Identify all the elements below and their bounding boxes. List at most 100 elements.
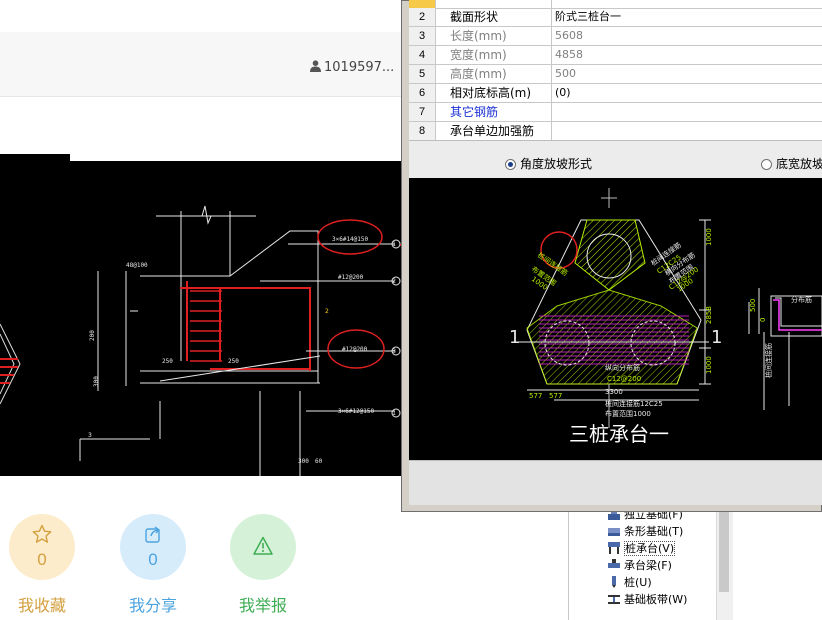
dimension-label: 2858 bbox=[705, 306, 713, 324]
rebar-label: #12@200 bbox=[342, 346, 368, 353]
share-icon bbox=[145, 526, 161, 543]
dimension-label: 60 bbox=[315, 458, 323, 465]
rebar-label: 纵向分布筋 bbox=[605, 363, 640, 372]
share-circle: 0 bbox=[120, 514, 186, 580]
callout-number: 3 bbox=[392, 348, 396, 355]
property-row[interactable]: 4 宽度(mm) 4858 bbox=[409, 46, 822, 65]
row-number: 5 bbox=[409, 65, 436, 83]
rebar-label: 3×6#14@150 bbox=[332, 236, 369, 243]
property-value[interactable] bbox=[552, 103, 822, 121]
dimension-label: 250 bbox=[228, 358, 239, 365]
property-value[interactable]: 4858 bbox=[555, 48, 583, 61]
property-name: 其它钢筋 bbox=[435, 103, 552, 121]
angle-slope-radio[interactable]: 角度放坡形式 bbox=[505, 155, 592, 172]
property-value[interactable] bbox=[552, 122, 822, 140]
dimension-label: 1000 bbox=[705, 228, 713, 246]
tree-item-label: 桩(U) bbox=[624, 576, 652, 589]
callout-number: 2 bbox=[392, 278, 396, 285]
pile-cap-preview: 桩间连接筋 布置范围 1000 横向分布筋 C12@200 桩间连接筋 C12C… bbox=[409, 178, 822, 460]
tree-item-cap-beam[interactable]: 承台梁(F) bbox=[607, 557, 672, 573]
favorite-count: 0 bbox=[37, 550, 47, 569]
tree-item-slab-strip[interactable]: 基础板带(W) bbox=[607, 591, 687, 607]
dimension-label: 0 bbox=[759, 318, 767, 322]
favorite-label: 我收藏 bbox=[17, 596, 66, 615]
dimension-label: 3300 bbox=[605, 388, 623, 396]
property-value[interactable]: (0) bbox=[555, 86, 571, 99]
dimension-label: 300 bbox=[298, 458, 309, 465]
slope-options: 角度放坡形式 底宽放坡 bbox=[409, 140, 822, 179]
user-menu[interactable]: 1019597... bbox=[310, 60, 394, 75]
report-label: 我举报 bbox=[238, 596, 287, 615]
rebar-label: 48@100 bbox=[126, 262, 148, 269]
rebar-label: 布置范围1000 bbox=[605, 409, 651, 418]
row-number bbox=[409, 0, 436, 8]
row-number: 6 bbox=[409, 84, 436, 102]
component-tree: 独立基础(F) 条形基础(T) 桩承台(V) 承台梁(F) 桩(U) 基础板带(… bbox=[568, 500, 822, 620]
property-value[interactable] bbox=[552, 0, 822, 8]
preview-title: 三桩承台一 bbox=[569, 422, 669, 446]
dimension-label: 577 bbox=[549, 392, 562, 400]
detail-drawing[interactable]: 3×6#14@150 #12@200 #12@200 3×6#12@150 48… bbox=[70, 161, 410, 476]
section-mark-left: 1 bbox=[509, 327, 520, 348]
dimension-label: 250 bbox=[162, 358, 173, 365]
username: 1019597... bbox=[324, 60, 395, 75]
dimension-label: 577 bbox=[529, 392, 542, 400]
property-row-name[interactable] bbox=[409, 0, 822, 9]
cap-beam-icon bbox=[608, 559, 620, 568]
rebar-label: 分布筋 bbox=[791, 295, 812, 304]
tree-item-pile[interactable]: 桩(U) bbox=[607, 574, 652, 590]
dimension-label: 500 bbox=[749, 299, 757, 312]
share-button[interactable]: 0 我分享 bbox=[119, 514, 187, 616]
dimension-label: 1000 bbox=[705, 356, 713, 374]
pile-cap-icon bbox=[608, 542, 620, 554]
user-icon bbox=[310, 60, 321, 72]
tree-item-label: 桩承台(V) bbox=[624, 541, 676, 556]
radio-checked-icon bbox=[505, 159, 516, 170]
drawing-thumbnail-partial[interactable] bbox=[0, 154, 70, 476]
rebar-label: 桩间连接筋12C25 bbox=[605, 399, 663, 408]
favorite-circle: 0 bbox=[9, 514, 75, 580]
property-name: 承台单边加强筋 bbox=[435, 122, 552, 140]
row-number: 7 bbox=[409, 103, 436, 121]
property-row[interactable]: 7 其它钢筋 bbox=[409, 103, 822, 122]
row-number: 2 bbox=[409, 8, 436, 26]
report-button[interactable]: 我举报 bbox=[229, 514, 297, 616]
pile-cap-preview-canvas: 桩间连接筋 布置范围 1000 横向分布筋 C12@200 桩间连接筋 C12C… bbox=[509, 188, 822, 446]
property-value[interactable]: 500 bbox=[555, 67, 576, 80]
favorite-button[interactable]: 0 我收藏 bbox=[8, 514, 76, 616]
callout-number: 1 bbox=[392, 241, 396, 248]
rebar-label: C12@200 bbox=[607, 375, 641, 383]
property-row[interactable]: 2 截面形状 阶式三桩台一 bbox=[409, 8, 822, 27]
dimension-label: 3 bbox=[88, 432, 92, 439]
pile-icon bbox=[612, 576, 616, 588]
row-number: 8 bbox=[409, 122, 436, 140]
report-circle bbox=[230, 514, 296, 580]
property-name: 高度(mm) bbox=[435, 65, 552, 83]
property-name: 截面形状 bbox=[435, 8, 552, 26]
rebar-label: 桩间连接筋 bbox=[764, 343, 773, 378]
detail-drawing-canvas: 3×6#14@150 #12@200 #12@200 3×6#12@150 48… bbox=[79, 205, 401, 476]
property-table: 2 截面形状 阶式三桩台一 3 长度(mm) 5608 4 宽度(mm) 485… bbox=[409, 0, 822, 141]
share-label: 我分享 bbox=[128, 596, 177, 615]
tree-item-pile-cap[interactable]: 桩承台(V) bbox=[607, 540, 676, 556]
callout-number: 1 bbox=[392, 410, 396, 417]
property-row[interactable]: 8 承台单边加强筋 bbox=[409, 122, 822, 141]
property-value[interactable]: 5608 bbox=[555, 29, 583, 42]
property-name bbox=[435, 0, 552, 8]
width-slope-radio[interactable]: 底宽放坡 bbox=[761, 155, 822, 172]
tree-scrollbar-thumb[interactable] bbox=[719, 506, 729, 592]
tree-item-strip-footing[interactable]: 条形基础(T) bbox=[607, 523, 683, 539]
width-slope-label: 底宽放坡 bbox=[776, 157, 822, 171]
page-header bbox=[0, 32, 410, 97]
dimension-label: 300 bbox=[93, 376, 100, 387]
property-row[interactable]: 5 高度(mm) 500 bbox=[409, 65, 822, 84]
angle-slope-label: 角度放坡形式 bbox=[520, 157, 593, 171]
rebar-label: #12@200 bbox=[338, 274, 364, 281]
property-name: 相对底标高(m) bbox=[435, 84, 552, 102]
tree-item-label: 基础板带(W) bbox=[624, 593, 688, 606]
tree-item-label: 承台梁(F) bbox=[624, 559, 672, 572]
property-value[interactable]: 阶式三桩台一 bbox=[555, 10, 621, 23]
property-row[interactable]: 6 相对底标高(m) (0) bbox=[409, 84, 822, 103]
section-mark-right: 1 bbox=[711, 327, 722, 348]
property-row[interactable]: 3 长度(mm) 5608 bbox=[409, 27, 822, 46]
